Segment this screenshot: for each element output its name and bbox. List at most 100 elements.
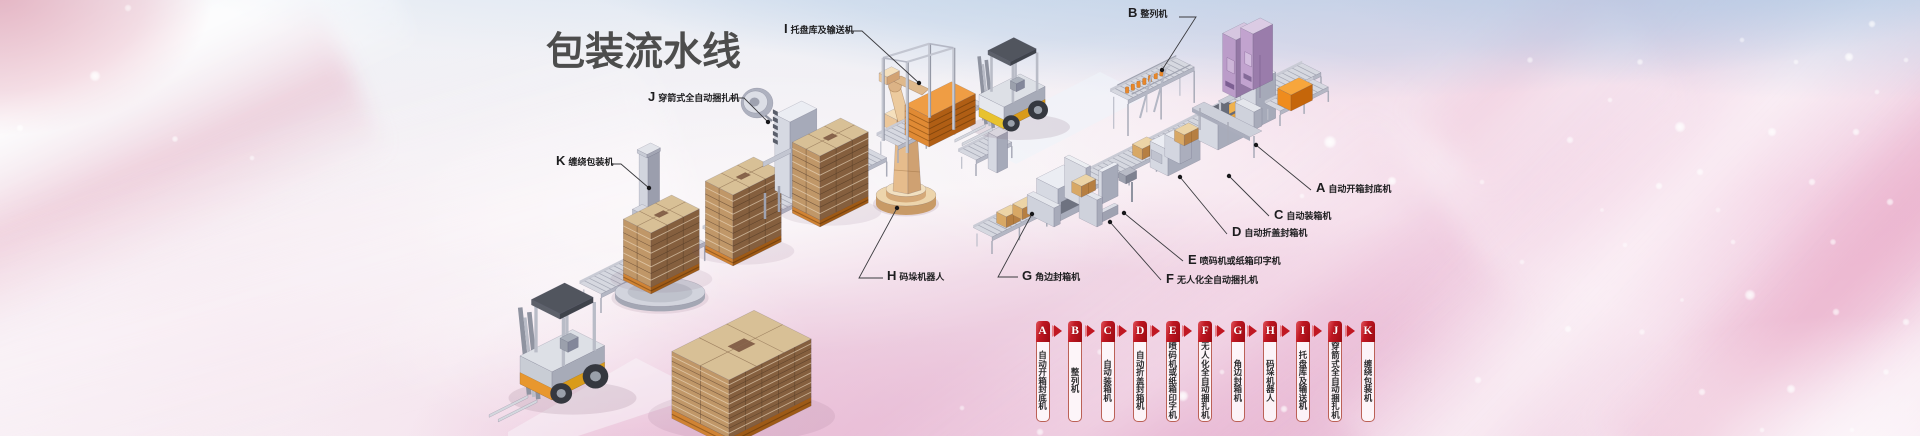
sparkle-dot (1882, 368, 1890, 376)
sparkle-dot (1844, 52, 1854, 62)
leader-line-G (997, 213, 1033, 278)
orange-box (1277, 77, 1314, 112)
sparkle-dot (16, 124, 24, 132)
floor-pallet-stack (647, 310, 836, 436)
leader-line-J (729, 97, 769, 123)
sparkle-dot (1767, 127, 1777, 137)
machine-letter: B (1128, 5, 1138, 20)
machine-letter: K (556, 153, 566, 168)
leader-dot-J (765, 119, 771, 125)
pallet-warehouse (875, 42, 984, 163)
sparkle-dot (1808, 178, 1816, 186)
leader-dot-G (1029, 211, 1035, 217)
sparkle-dot (249, 155, 255, 161)
leader-dot-H (894, 205, 900, 211)
machine-letter: C (1274, 207, 1284, 222)
aligning-machine (1109, 55, 1195, 136)
sparkle-dot (1696, 168, 1704, 176)
leader-lines (611, 16, 1312, 281)
sparkle-dot (1564, 325, 1572, 333)
machine-name: 角边封箱机 (1035, 272, 1081, 282)
leader-line-B (1161, 16, 1197, 71)
sparkle-dot (1036, 428, 1044, 436)
sparkle-dot (1299, 193, 1305, 199)
control-cabinets (1222, 17, 1274, 99)
machine-name: 托盘库及输送机 (790, 25, 854, 35)
sparkle-dot (1566, 136, 1574, 144)
machine-name: 穿箭式全自动捆扎机 (658, 93, 740, 103)
sparkles (16, 4, 1910, 436)
inkjet-printer (1118, 166, 1138, 202)
sparkle-dot (1655, 182, 1663, 190)
case-erector (1234, 64, 1330, 131)
strapping-machine-j (740, 87, 818, 219)
leader-line-F (1109, 221, 1162, 281)
carton-5 (1173, 122, 1200, 147)
leader-line-C (1228, 175, 1270, 217)
machine-name: 自动开箱封底机 (1328, 184, 1392, 194)
sparkle-dot (1679, 297, 1685, 303)
sparkle-dot (1739, 37, 1745, 43)
sparkle-dot (1622, 242, 1628, 248)
machine-letter: A (1316, 180, 1326, 195)
forklift-left (488, 282, 637, 423)
pallet-stack-on-turntable (610, 194, 713, 295)
machine-letter: J (648, 89, 656, 104)
sparkle-dot (1715, 207, 1721, 213)
leader-dot-I (916, 80, 922, 86)
machine-name: 码垛机器人 (899, 272, 945, 282)
sparkle-dot (1886, 198, 1894, 206)
machine-name: 自动折盖封箱机 (1244, 228, 1308, 238)
leader-line-E (1123, 212, 1184, 262)
sparkle-dot (1793, 59, 1799, 65)
leader-line-K (611, 163, 650, 189)
machine-name: 无人化全自动捆扎机 (1176, 275, 1258, 285)
sparkle-dot (1177, 390, 1189, 402)
leader-dot-D (1177, 174, 1183, 180)
transfer-chute (1191, 101, 1263, 158)
machine-letter: E (1188, 252, 1197, 267)
forklift-top (954, 37, 1070, 147)
machine-name: 整列机 (1140, 9, 1168, 19)
sparkle-dot (1599, 207, 1605, 213)
leader-dot-B (1159, 67, 1165, 73)
leader-line-D (1179, 176, 1228, 235)
leader-dot-A (1253, 142, 1259, 148)
sparkle-dot (1902, 318, 1910, 326)
sparkle-dot (1323, 135, 1337, 149)
sparkle-dot (1636, 58, 1644, 66)
sparkle-dot (1849, 427, 1855, 433)
leader-line-I (847, 30, 920, 84)
sparkle-dot (1903, 57, 1909, 63)
sparkle-dot (1607, 97, 1613, 103)
sparkle-dot (1280, 405, 1288, 413)
sparkle-dot (1674, 121, 1686, 133)
leader-line-A (1255, 144, 1312, 191)
sparkle-dot (1219, 369, 1225, 375)
sparkle-dot (1874, 89, 1880, 95)
sparkle-dot (124, 4, 132, 12)
sparkle-dot (1832, 308, 1840, 316)
machine-letter: F (1166, 271, 1174, 286)
leader-dot-F (1107, 219, 1113, 225)
sparkle-dot (171, 135, 179, 143)
leader-dot-C (1226, 173, 1232, 179)
sparkle-dot (1744, 289, 1756, 301)
pallet-stack-3 (779, 117, 882, 228)
sparkle-dot (1526, 56, 1534, 64)
sparkle-dot (1868, 20, 1876, 28)
floor-path (968, 72, 1148, 164)
sparkle-dot (959, 405, 965, 411)
leader-dot-E (1121, 210, 1127, 216)
